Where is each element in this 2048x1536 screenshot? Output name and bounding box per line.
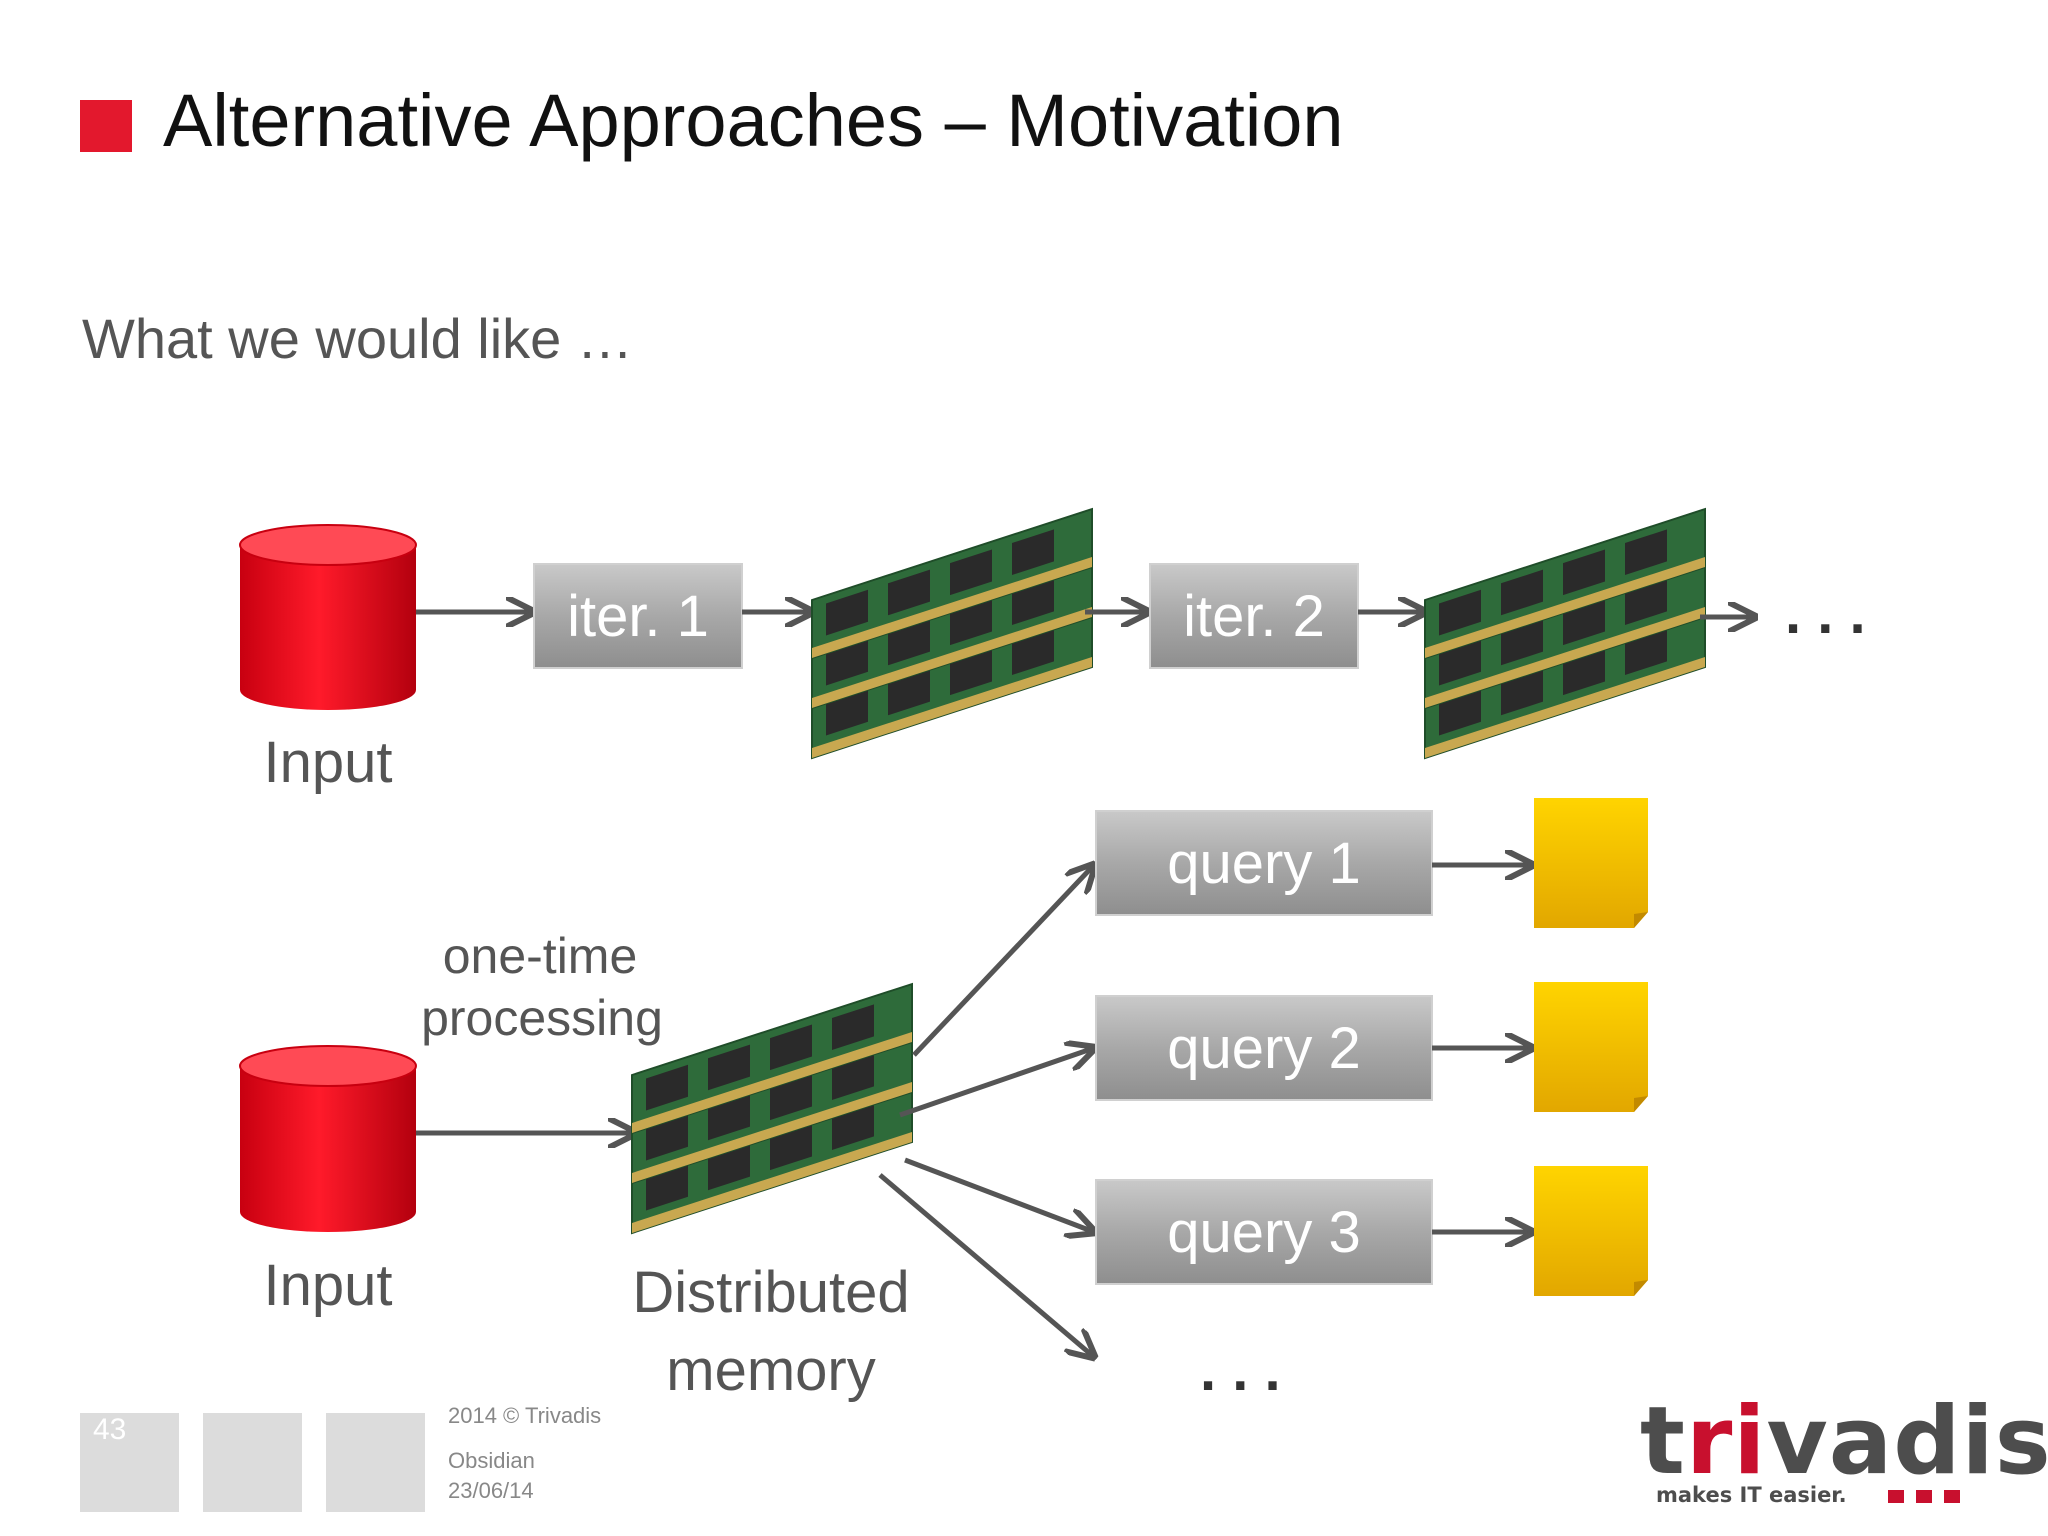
result-document-2 (1534, 982, 1648, 1112)
input-label-2: Input (264, 1253, 393, 1318)
distributed-memory-label-line1: Distributed (632, 1260, 909, 1325)
page-number: 43 (93, 1413, 127, 1446)
logo-tagline: makes IT easier. (1656, 1483, 1847, 1507)
processing-label-line2: processing (421, 990, 663, 1046)
arrow-memory-to-more-queries (878, 1173, 1094, 1357)
row1-continuation: . . . (1785, 581, 1866, 646)
footer-date: 23/06/14 (448, 1478, 534, 1503)
result-document-3 (1534, 1166, 1648, 1296)
logo-dot-1 (1888, 1490, 1904, 1503)
processing-label-line1: one-time (443, 928, 638, 984)
logo-text-start: t (1640, 1387, 1686, 1496)
query1-label: query 1 (1167, 831, 1360, 896)
logo-dot-3 (1944, 1490, 1960, 1503)
iter2-box: iter. 2 (1149, 563, 1359, 669)
footer-box-1 (80, 1413, 179, 1512)
title-bullet (80, 100, 132, 152)
distributed-memory-modules (631, 983, 913, 1234)
query3-box: query 3 (1095, 1179, 1433, 1285)
slide-title: Alternative Approaches – Motivation (163, 79, 1344, 162)
trivadis-logo: trivadis (1640, 1395, 2048, 1489)
input-label-1: Input (264, 730, 393, 795)
iter2-label: iter. 2 (1183, 584, 1325, 649)
result-document-1 (1534, 798, 1648, 928)
row2-continuation: . . . (1200, 1338, 1281, 1403)
footer-copyright: 2014 © Trivadis (448, 1403, 602, 1428)
distributed-memory-label-line2: memory (666, 1338, 875, 1403)
arrow-memory-to-query2 (899, 1048, 1094, 1118)
query2-label: query 2 (1167, 1016, 1360, 1081)
memory-modules-1 (811, 508, 1093, 759)
memory-modules-2 (1424, 508, 1706, 759)
footer-box-2 (203, 1413, 302, 1512)
query2-box: query 2 (1095, 995, 1433, 1101)
query3-label: query 3 (1167, 1200, 1360, 1265)
logo-text-red: ri (1685, 1387, 1767, 1496)
iter1-box: iter. 1 (533, 563, 743, 669)
input-database-1 (239, 524, 417, 710)
logo-dot-2 (1916, 1490, 1932, 1503)
iter1-label: iter. 1 (567, 584, 709, 649)
logo-text-end: vadis (1766, 1387, 2048, 1496)
arrow-memory-to-query3 (904, 1157, 1094, 1232)
footer-project: Obsidian (448, 1448, 535, 1473)
query1-box: query 1 (1095, 810, 1433, 916)
input-database-2 (239, 1045, 417, 1232)
slide-subtitle: What we would like … (82, 307, 633, 370)
footer-box-3 (326, 1413, 425, 1512)
arrow-memory-to-query1 (912, 865, 1094, 1057)
